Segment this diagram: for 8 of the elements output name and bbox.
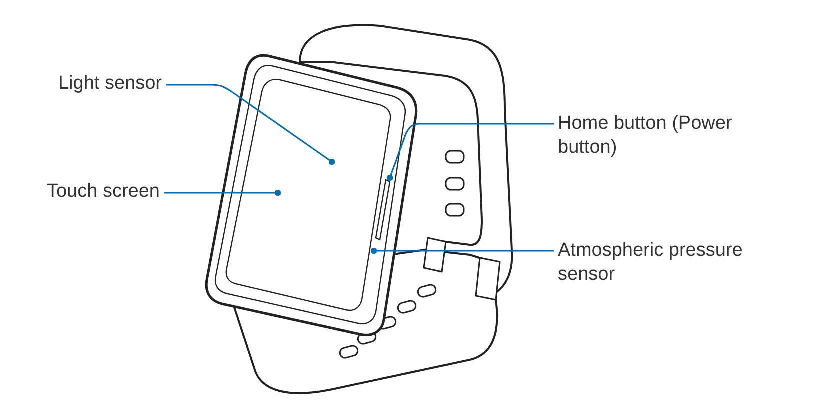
- leader-line: [166, 84, 336, 166]
- part-label: Atmospheric pressure sensor: [558, 239, 798, 287]
- leader-line: [370, 248, 554, 254]
- part-label: Touch screen: [10, 180, 160, 204]
- part-label: Home button (Power button): [558, 112, 788, 160]
- leader-line: [164, 190, 282, 196]
- part-label: Light sensor: [20, 72, 162, 96]
- leader-line: [386, 123, 554, 182]
